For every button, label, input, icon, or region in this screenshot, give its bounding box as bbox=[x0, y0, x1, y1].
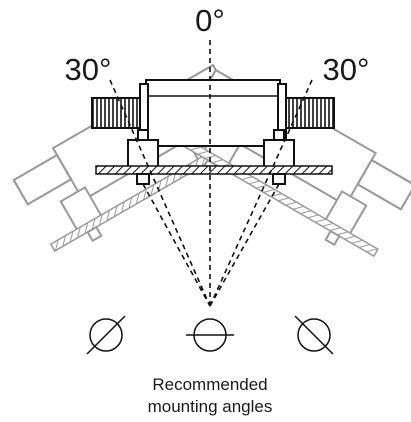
mounting-plate bbox=[95, 165, 333, 175]
orientation-symbol-left bbox=[86, 315, 126, 355]
left-nut bbox=[136, 173, 150, 185]
left-emitter bbox=[91, 97, 141, 129]
sensor-housing bbox=[145, 79, 281, 147]
right-nut bbox=[272, 173, 286, 185]
orientation-symbol-center bbox=[186, 318, 234, 352]
caption-line-2: mounting angles bbox=[148, 397, 273, 416]
orientation-symbol-right bbox=[294, 315, 334, 355]
right-emitter bbox=[285, 97, 335, 129]
caption-line-1: Recommended bbox=[152, 375, 267, 394]
angle-label-left: 30° bbox=[65, 52, 112, 87]
angle-label-right: 30° bbox=[323, 52, 370, 87]
angle-label-top: 0° bbox=[195, 3, 225, 38]
